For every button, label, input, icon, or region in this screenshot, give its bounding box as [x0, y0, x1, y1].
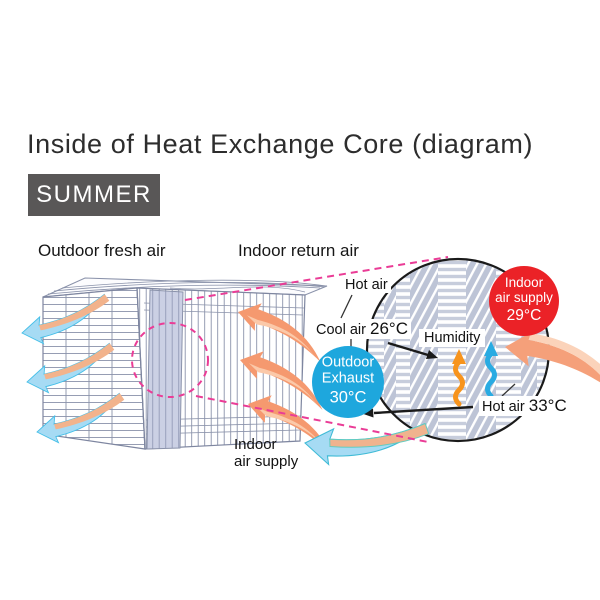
indoor-air-supply-line2: air supply — [234, 453, 299, 471]
indoor-supply-line2: air supply — [495, 290, 553, 306]
hot-air-exhaust-temp: 33°C — [528, 396, 567, 415]
cool-air-temp: 26°C — [370, 319, 408, 338]
core-front-ridge — [136, 287, 146, 450]
humidity-label: Humidity — [419, 329, 486, 347]
outdoor-exhaust-circle — [312, 346, 384, 418]
heat-wave-icon — [452, 349, 466, 407]
indoor-return-air-label: Indoor return air — [238, 241, 359, 260]
outdoor-exhaust-temp: 30°C — [329, 389, 367, 407]
indoor-supply-temp: 29°C — [506, 307, 542, 325]
humidity-transfer-arrow-icon — [387, 341, 438, 359]
indoor-air-supply-label: Indoor air supply — [234, 436, 298, 471]
core-highlighted-column — [146, 289, 184, 450]
season-badge-label: SUMMER — [36, 181, 152, 208]
indoor-air-supply-line1: Indoor — [234, 436, 277, 453]
cool-air-label: Cool air 26°C — [313, 319, 411, 339]
outdoor-exhaust-line1: Outdoor — [321, 354, 375, 371]
outdoor-fresh-air-label: Outdoor fresh air — [38, 241, 166, 260]
callout-dashed-links — [131, 256, 449, 443]
cool-air-text: Cool air — [316, 322, 366, 338]
hot-air-exhaust-label: Hot air 33°C — [479, 396, 570, 416]
detail-annotations — [340, 294, 516, 418]
page-title: Inside of Heat Exchange Core (diagram) — [27, 129, 534, 159]
indoor-supply-circle — [489, 266, 559, 336]
hot-air-33-leader-line — [501, 383, 516, 397]
outdoor-exhaust-line2: Exhaust — [321, 370, 375, 387]
outdoor-exhaust-badge-text: Outdoor Exhaust 30°C — [322, 355, 374, 408]
indoor-supply-badge-text: Indoor air supply 29°C — [495, 275, 553, 325]
hot-air-exhaust-text: Hot air — [482, 399, 525, 415]
core-top-face — [42, 277, 328, 298]
indoor-supply-line1: Indoor — [504, 275, 544, 291]
hot-air-label: Hot air — [342, 277, 391, 293]
hot-air-leader-line — [340, 294, 353, 319]
season-badge: SUMMER — [28, 174, 160, 216]
hot-air-exhaust-arrow-icon — [362, 405, 474, 418]
moisture-wave-icon — [484, 341, 498, 399]
